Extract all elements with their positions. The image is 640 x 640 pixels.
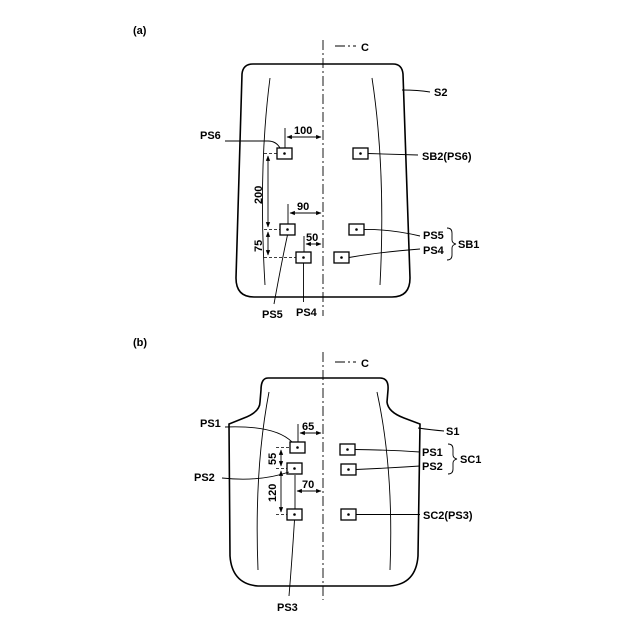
part-label-s2: S2	[434, 87, 447, 99]
svg-text:100: 100	[294, 125, 312, 137]
callout-sc2: SC2(PS3)	[423, 510, 473, 522]
sensor-ps5-right	[349, 224, 364, 235]
svg-text:120: 120	[267, 484, 279, 502]
center-label-b: C	[361, 358, 369, 370]
sensor-sc2-right	[341, 509, 356, 520]
ps3-bottom-leader	[289, 520, 295, 596]
group-label-sb1: SB1	[458, 239, 479, 251]
seat-cushion-left-contour	[257, 392, 269, 570]
sensor-ps4-left	[296, 252, 311, 263]
figure-a-label: (a)	[133, 25, 147, 37]
svg-text:75: 75	[253, 240, 265, 252]
svg-text:70: 70	[302, 479, 314, 491]
sensor-ps4-right	[334, 252, 349, 263]
svg-text:55: 55	[267, 453, 279, 465]
dim-65: 65	[298, 421, 321, 442]
callout-ps3-bottom: PS3	[277, 602, 298, 614]
group-label-sc1: SC1	[460, 454, 481, 466]
figure-a: (a) C S2	[133, 25, 479, 321]
dim-70: 70	[295, 475, 321, 509]
svg-text:200: 200	[253, 186, 265, 204]
s2-leader	[402, 90, 430, 92]
sensor-ps1-left	[290, 442, 305, 453]
callout-ps5-bottom: PS5	[262, 309, 283, 321]
part-label-s1: S1	[446, 426, 459, 438]
seat-back-left-contour	[262, 78, 270, 285]
callout-ps1-left: PS1	[200, 418, 221, 430]
dim-200: 200	[253, 154, 280, 230]
dim-75: 75	[253, 232, 296, 258]
figure-b-label: (b)	[133, 337, 147, 349]
s1-leader	[418, 428, 444, 431]
ps1-right-leader	[355, 450, 420, 453]
svg-text:65: 65	[302, 421, 314, 433]
ps6-leader	[225, 141, 280, 148]
sensor-ps6-left	[277, 148, 292, 159]
sensor-ps2-right	[341, 464, 356, 475]
figure-b: (b) C S1	[133, 337, 481, 614]
sb2-leader	[368, 154, 418, 156]
seat-cushion-right-contour	[377, 392, 391, 570]
callout-sb2: SB2(PS6)	[422, 151, 472, 163]
svg-text:90: 90	[297, 201, 309, 213]
dim-120: 120	[267, 471, 287, 515]
sensor-ps1-right	[340, 444, 355, 455]
callout-ps4-bottom: PS4	[296, 307, 318, 319]
ps5-right-leader	[364, 229, 420, 236]
ps5-bottom-leader	[274, 235, 288, 304]
dim-50: 50	[304, 232, 321, 252]
callout-ps2-left: PS2	[194, 472, 215, 484]
sensor-ps2-left	[287, 463, 302, 474]
sensor-ps3-left	[287, 509, 302, 520]
callout-ps4-right: PS4	[423, 245, 445, 257]
sb1-brace	[447, 228, 456, 260]
callout-ps5-right: PS5	[423, 230, 444, 242]
sc1-brace	[448, 444, 457, 474]
ps2-left-leader	[222, 472, 289, 479]
callout-ps2-right: PS2	[422, 461, 443, 473]
center-label-a: C	[361, 42, 369, 54]
dim-90: 90	[288, 201, 321, 224]
sensor-sb2-right	[353, 148, 368, 159]
ps1-left-leader	[225, 427, 292, 442]
callout-ps6: PS6	[200, 130, 221, 142]
dim-100: 100	[285, 125, 321, 148]
svg-text:50: 50	[306, 232, 318, 244]
callout-ps1-right: PS1	[422, 447, 443, 459]
sensor-ps5-left	[280, 224, 295, 235]
